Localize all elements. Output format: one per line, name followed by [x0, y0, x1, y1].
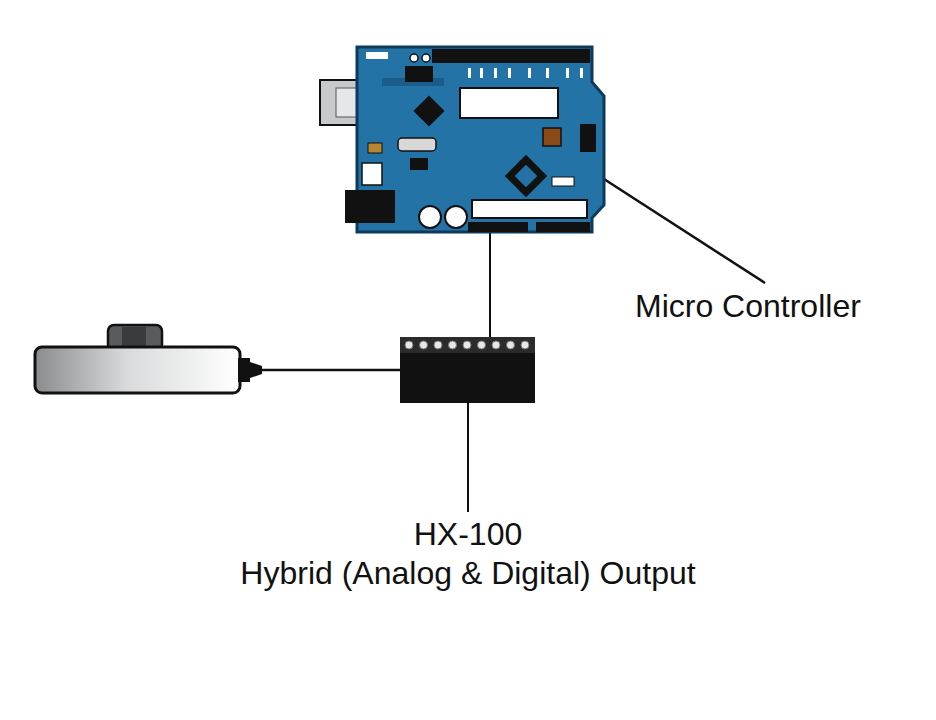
regulator [362, 163, 382, 185]
board-markings [468, 68, 583, 78]
board-marking [468, 68, 471, 78]
crystal [398, 138, 436, 151]
icsp-header [580, 124, 596, 152]
load-cell-body [35, 347, 240, 393]
board-marking [528, 68, 531, 78]
board-hole [422, 54, 430, 62]
regulator [410, 158, 428, 170]
part-label: Micro Controller [635, 288, 861, 325]
cable-connector [250, 362, 262, 378]
terminal-row [405, 341, 529, 349]
cable-connector [238, 358, 250, 382]
module-body [400, 337, 535, 403]
board-marking [494, 68, 497, 78]
load-button-shade [122, 327, 146, 347]
board-marking [546, 68, 549, 78]
capacitor [368, 143, 382, 153]
pin-header [536, 222, 590, 232]
board-hole [410, 54, 418, 62]
power-jack [345, 190, 395, 223]
terminal-screw [507, 341, 515, 349]
terminal-screw [405, 341, 413, 349]
microcontroller-board [320, 47, 604, 232]
chip-marking [515, 165, 538, 188]
hx100-module [400, 337, 535, 403]
terminal-screw [463, 341, 471, 349]
leader-line [590, 170, 765, 283]
board-marking [580, 68, 583, 78]
callout-label: Hybrid (Analog & Digital) Output [240, 555, 695, 592]
board-marking [480, 68, 483, 78]
terminal-strip [400, 337, 535, 353]
wire [489, 232, 491, 337]
board-marking [508, 68, 511, 78]
chip [405, 66, 433, 82]
label-area [472, 200, 587, 218]
board-marking [366, 52, 388, 59]
capacitor [445, 206, 467, 228]
terminal-screw [420, 341, 428, 349]
microcontroller-chip [505, 155, 547, 197]
reset-button [543, 128, 561, 146]
label-area [460, 88, 558, 118]
capacitor [419, 206, 441, 228]
chip [413, 95, 444, 126]
load-cell [35, 325, 262, 393]
board-marking [552, 177, 574, 186]
board-marking [566, 68, 569, 78]
terminal-screw [492, 341, 500, 349]
terminal-screw [521, 341, 529, 349]
terminal-screw [478, 341, 486, 349]
terminal-screw [434, 341, 442, 349]
leader-line [467, 403, 469, 512]
pin-header [432, 49, 590, 63]
load-cell-cable [262, 369, 400, 372]
pin-header [468, 222, 528, 232]
terminal-screw [449, 341, 457, 349]
callout-label: HX-100 [414, 516, 523, 553]
